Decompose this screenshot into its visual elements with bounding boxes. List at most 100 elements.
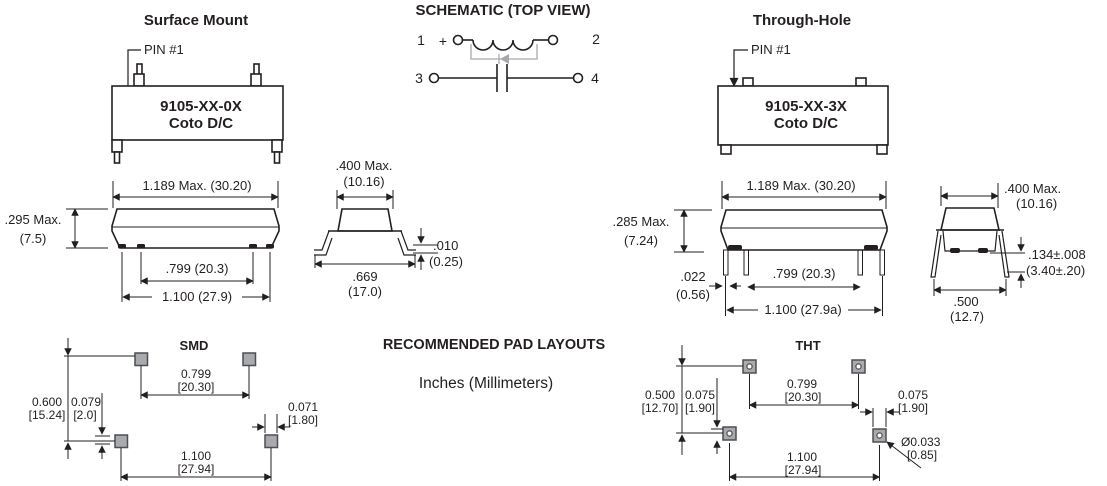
tht-end-top-dim-mm: (10.16)	[1016, 196, 1057, 211]
schematic-pin1-number: 1	[417, 32, 425, 48]
surface-mount-title: Surface Mount	[144, 12, 248, 29]
smd-end-top-dim: .400 Max.	[335, 158, 392, 173]
tht-pads-span-dim: 1.100	[787, 450, 817, 464]
smd-bottom-lead-tip-left	[113, 151, 121, 164]
smd-lead-span-dim: .669	[352, 269, 377, 284]
tht-standoff-nub	[950, 248, 960, 253]
smd-pad-layout: SMD 0.600 [15.24] 0.079 [2.0] 0.799 [20.…	[29, 338, 318, 481]
tht-part-number: 9105-XX-3X	[765, 98, 847, 115]
smd-foot	[266, 244, 274, 249]
smd-body-profile	[111, 208, 280, 249]
smd-gullwing-lead-right-underside	[397, 237, 416, 256]
smd-pads-height-dim: 0.600	[32, 395, 62, 409]
smd-pads-offset-dim-mm: [2.0]	[73, 408, 96, 422]
diode-arrow	[500, 54, 509, 64]
tht-end-view: .400 Max. (10.16) .134±.008 (3.40±.20) .…	[930, 181, 1086, 324]
tht-width-dim: 1.189 Max. (30.20)	[746, 178, 855, 193]
smd-pads-offset-dim: 0.079	[71, 395, 101, 409]
tht-end-body-top	[939, 207, 1001, 231]
smd-pitch-dim: .799 (20.3)	[166, 261, 229, 276]
hole-leader-line	[886, 441, 922, 469]
tht-pads-offset-dim: 0.075	[685, 388, 715, 402]
tht-end-body-lower	[942, 230, 998, 252]
schematic-pin2-number: 2	[592, 31, 600, 47]
smd-pin1-leader-line	[127, 49, 141, 90]
smd-end-body	[337, 208, 393, 232]
tht-pads-height-dim: 0.500	[645, 388, 675, 402]
smd-gullwing-lead-right	[400, 230, 416, 251]
tht-pad-hole	[876, 432, 883, 439]
smd-foot	[249, 244, 257, 249]
smd-end-view: .400 Max. (10.16) .010 (0.25) .669 (17.0…	[314, 158, 463, 299]
tht-end-lead-right	[998, 230, 1010, 278]
tht-pad-hole	[726, 430, 733, 437]
tht-end-span-dim: .500	[953, 294, 978, 309]
tht-hole-dim: Ø0.033	[901, 435, 941, 449]
schematic-terminal-4	[572, 72, 584, 84]
tht-pin1-label: PIN #1	[751, 42, 791, 57]
smd-standoff-dim-mm: (0.25)	[429, 254, 463, 269]
smd-width-dim: 1.189 Max. (30.20)	[142, 178, 251, 193]
tht-body-profile	[720, 209, 888, 251]
tht-pads-pitch-dim-mm: [20.30]	[785, 390, 822, 404]
smd-top-lead-left	[133, 73, 145, 87]
smd-package-body	[111, 85, 284, 141]
smd-end-top-dim-mm: (10.16)	[343, 174, 384, 189]
tht-pad-layout-title: THT	[795, 338, 820, 353]
smd-bottom-lead-left	[111, 139, 123, 153]
schematic-pin4-number: 4	[591, 70, 599, 86]
tht-pads-pitch-dim: 0.799	[787, 377, 817, 391]
smd-pad	[264, 434, 279, 449]
smd-gullwing-lead-left-underside	[314, 237, 333, 256]
tht-lead	[723, 249, 729, 276]
units-note: Inches (Millimeters)	[419, 375, 553, 392]
smd-pads-span-dim-mm: [27.94]	[178, 462, 215, 476]
schematic-pin3-number: 3	[415, 70, 423, 86]
smd-height-dim: .295 Max.	[4, 212, 61, 227]
tht-hole-dim-mm: [0.85]	[907, 448, 937, 462]
smd-pad	[114, 434, 129, 449]
tht-pitch-dim: .799 (20.3)	[773, 266, 836, 281]
tht-lead	[879, 249, 885, 276]
tht-bottom-lead-right	[876, 144, 888, 155]
smd-pad	[242, 352, 257, 367]
schematic-terminal-1	[452, 34, 464, 46]
tht-pad-hole	[746, 363, 753, 370]
schematic-plus-sign: +	[439, 33, 447, 49]
smd-brand-datecode: Coto D/C	[169, 115, 233, 132]
smd-gullwing-lead-left	[314, 230, 330, 251]
tht-span-dim: 1.100 (27.9a)	[764, 302, 841, 317]
smd-bottom-lead-right	[271, 139, 283, 153]
smd-top-lead-right	[250, 73, 262, 87]
tht-side-view: 1.189 Max. (30.20) .285 Max. (7.24) .022…	[612, 178, 888, 317]
tht-standoff-nub	[978, 248, 988, 253]
smd-pad-width-dim: 0.071	[288, 400, 318, 414]
smd-bottom-lead-tip-right	[273, 151, 281, 164]
schematic-terminal-2	[547, 34, 559, 46]
tht-pads-offset-dim-mm: [1.90]	[685, 401, 715, 415]
tht-seat-dim-mm: (3.40±.20)	[1026, 263, 1085, 278]
tht-lead	[743, 249, 749, 276]
smd-foot	[118, 244, 126, 249]
smd-pad	[134, 352, 149, 367]
smd-foot	[137, 244, 145, 249]
smd-height-dim-mm: (7.5)	[20, 231, 47, 246]
schematic-figure: SCHEMATIC (TOP VIEW) 1 + 2 3 4	[415, 2, 600, 92]
through-hole-title: Through-Hole	[753, 12, 851, 29]
tht-pads-height-dim-mm: [12.70]	[642, 401, 679, 415]
tht-height-dim-mm: (7.24)	[624, 233, 658, 248]
tht-end-span-dim-mm: (12.7)	[950, 309, 984, 324]
tht-seat-dim: .134±.008	[1028, 247, 1086, 262]
tht-top-lead-right	[855, 77, 867, 87]
tht-end-lead-left	[930, 230, 942, 278]
surface-mount-top-view: Surface Mount PIN #1 9105-XX-0X Coto D/C	[111, 12, 284, 164]
coil-symbol	[472, 39, 534, 51]
smd-pin1-label: PIN #1	[144, 42, 184, 57]
tht-pad-hole	[855, 363, 862, 370]
tht-pad-width-dim-mm: [1.90]	[898, 401, 928, 415]
tht-bottom-lead-left	[720, 144, 732, 155]
tht-end-top-dim: .400 Max.	[1004, 181, 1061, 196]
tht-standoff-nub	[728, 245, 742, 250]
